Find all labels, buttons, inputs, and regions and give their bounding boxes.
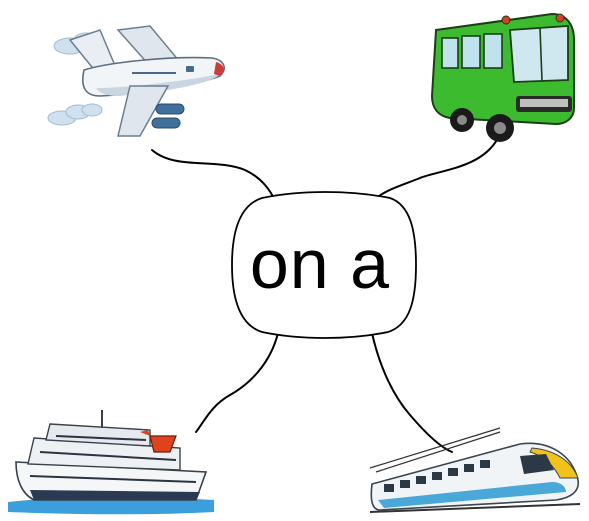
connector-ship [196,333,278,432]
connector-bus [374,138,498,200]
airplane-icon [48,26,224,136]
bus-icon [432,14,574,142]
connector-plane [152,150,276,202]
connector-train [372,333,452,452]
center-label: on a [232,196,408,332]
train-icon [370,428,580,512]
cruise-ship-icon [8,410,214,514]
